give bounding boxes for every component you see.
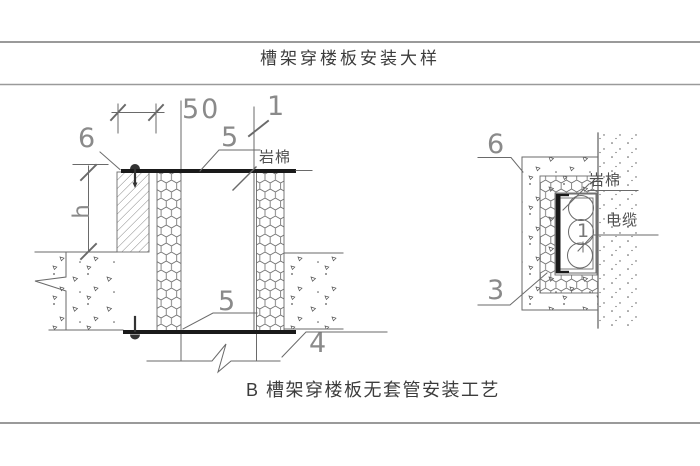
cable-circles [567,195,594,269]
leader-5-bottom [182,312,258,330]
left-slab-concrete [48,253,117,330]
dim-50-text: 50 [182,94,221,125]
top-tick-dimension [109,103,165,134]
leader-6-right [477,157,524,173]
sheet-frame [0,41,700,424]
cable-label: 电缆 [606,212,639,229]
label-4: 4 [309,328,329,359]
bottom-clamp-plate [123,330,296,334]
left-section-drawing [34,100,388,374]
leader-6 [99,151,121,171]
rockwool-column-right [256,171,285,332]
label-1-right: 1 [577,220,592,242]
label-1-left: 1 [267,91,287,122]
cable-circle-3 [567,242,593,269]
label-5-top: 5 [221,122,241,153]
top-anchor-bolt [130,164,140,188]
rockwool-column-left [156,171,182,332]
leader-3 [477,272,548,306]
rockwool-label-left: 岩棉 [259,149,292,166]
right-plan-drawing [477,132,659,329]
drawing-caption: B 槽架穿楼板无套管安装工艺 [246,380,501,400]
leader-1-tick [247,119,270,138]
label-5-bottom: 5 [218,286,238,317]
label-6-right: 6 [487,129,507,160]
bottom-anchor-bolt [130,315,140,340]
right-slab-concrete [285,254,343,329]
left-slab-break-line [34,251,67,331]
sealant-hatch-block [116,171,150,253]
rockwool-leader-tick [232,166,257,191]
label-6-left: 6 [78,123,98,154]
leader-4 [281,331,388,358]
dim-h-text: h [68,202,95,219]
label-3: 3 [487,275,507,306]
slab-thickness-dimension [72,163,109,261]
sheet-title: 槽架穿楼板安装大样 [260,49,440,68]
cable-circle-2 [568,219,594,245]
tray-break-line [146,343,281,374]
cable-circle-1 [568,195,594,221]
leader-rockwool-diagonal [562,183,590,211]
wall-concrete-field [599,133,638,328]
leader-5-top [199,149,261,172]
rockwool-label-right: 岩棉 [589,172,622,189]
top-clamp-plate [121,169,296,173]
